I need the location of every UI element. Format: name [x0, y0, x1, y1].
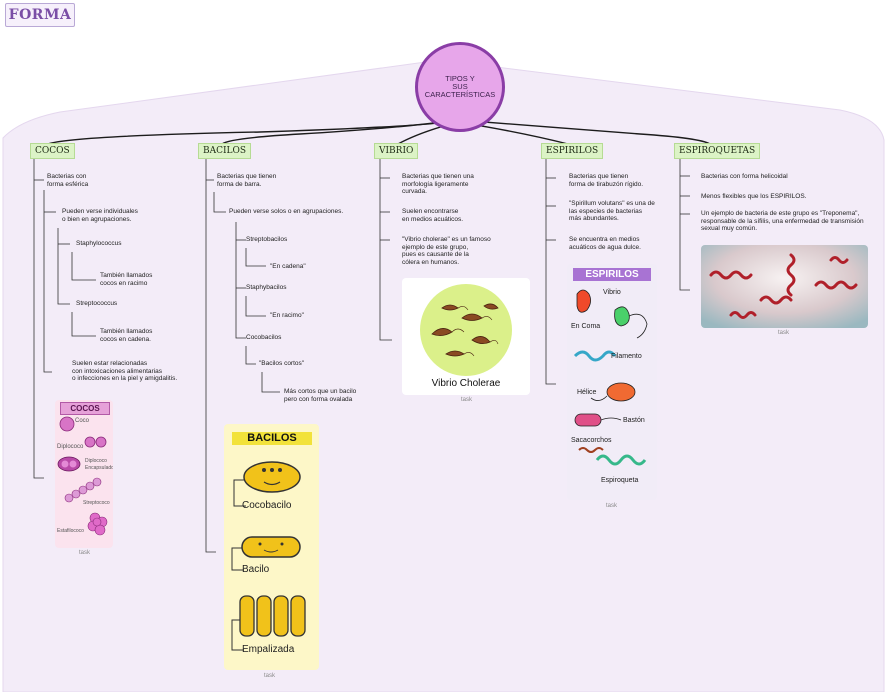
espiroquetas-illustration: [701, 245, 868, 328]
espiroquetas-image-card[interactable]: [701, 245, 868, 328]
cocos-illustrations: [57, 416, 108, 536]
map-title: FORMA: [8, 7, 72, 23]
cocos-card-label-diplococo: Diplococo: [57, 444, 84, 450]
espiroquetas-node-2[interactable]: Menos flexibles que los ESPIRILOS.: [701, 193, 807, 200]
cocos-image-card[interactable]: COCOS Coco Diplococo Diplococo Encapsula…: [55, 400, 113, 548]
category-espiroquetas[interactable]: ESPIROQUETAS: [674, 143, 761, 159]
vibrio-node-3[interactable]: "Vibrio cholerae" es un famoso ejemplo d…: [402, 236, 491, 266]
bacilos-card-label-bacilo: Bacilo: [242, 564, 270, 575]
vibrio-card-label: Vibrio Cholerae: [431, 378, 501, 389]
bacilos-card-title: BACILOS: [232, 432, 312, 445]
category-vibrio[interactable]: VIBRIO: [374, 143, 419, 159]
espiroquetas-node-3[interactable]: Un ejemplo de bacteria de este grupo es …: [701, 210, 864, 232]
cocos-node-4[interactable]: También llamados cocos en racimo: [100, 272, 153, 287]
vibrio-node-1[interactable]: Bacterias que tienen una morfología lige…: [402, 173, 474, 195]
category-bacilos[interactable]: BACILOS: [198, 143, 252, 159]
bacilos-node-6[interactable]: "En racimo": [270, 312, 304, 319]
central-topic-label: TIPOS Y SUS CARACTERÍSTICAS: [424, 74, 496, 99]
espirilos-image-card[interactable]: ESPIRILOS Vibrio En Coma Filamento Hélic…: [567, 264, 657, 500]
bacilos-node-1[interactable]: Bacterias que tienen forma de barra.: [217, 173, 277, 188]
bacilos-node-7[interactable]: Cocobacilos: [246, 334, 282, 341]
espirilos-card-label-sacacorchos: Sacacorchos: [571, 437, 612, 444]
espirilos-card-title: ESPIRILOS: [573, 268, 651, 281]
cocos-node-2[interactable]: Pueden verse individuales o bien en agru…: [62, 208, 138, 223]
bacilos-image-card[interactable]: BACILOS Cocobacilo Bacilo Empalizada: [224, 424, 319, 670]
cocos-card-label-streptococo: Streptococo: [83, 500, 110, 506]
espiroquetas-task-label: task: [778, 330, 790, 336]
bacilos-card-label-empalizada: Empalizada: [242, 644, 295, 655]
espirilos-card-label-en-coma: En Coma: [571, 323, 601, 330]
bacilos-card-label-cocobacilo: Cocobacilo: [242, 500, 292, 511]
bacilos-node-5[interactable]: Staphybacilos: [246, 284, 287, 291]
vibrio-node-2[interactable]: Suelen encontrarse en medios acuáticos.: [402, 208, 464, 223]
bacilos-node-9[interactable]: Más cortos que un bacilo pero con forma …: [284, 388, 357, 403]
espirilos-illustrations: [573, 289, 648, 466]
espirilos-card-label-helice: Hélice: [577, 389, 597, 396]
cocos-node-3[interactable]: Staphylococcus: [76, 240, 122, 247]
espirilos-node-1[interactable]: Bacterias que tienen forma de tirabuzón …: [569, 173, 644, 188]
espirilos-node-2[interactable]: "Spirillum volutans" es una de las espec…: [569, 200, 655, 222]
cocos-task-label: task: [79, 550, 91, 556]
bacilos-task-label: task: [264, 673, 276, 679]
cocos-card-label-encapsulado: Diplococo Encapsulado: [85, 458, 113, 471]
bacilos-node-3[interactable]: Streptobacilos: [246, 236, 288, 243]
central-topic-node[interactable]: TIPOS Y SUS CARACTERÍSTICAS: [415, 42, 505, 132]
cocos-node-1[interactable]: Bacterias con forma esférica: [47, 173, 89, 188]
bacilos-node-4[interactable]: "En cadena": [270, 263, 306, 270]
espiroquetas-node-1[interactable]: Bacterias con forma helicoidal: [701, 173, 788, 180]
cocos-card-label-coco: Coco: [75, 418, 90, 424]
bacilos-node-8[interactable]: "Bacilos cortos": [259, 360, 305, 367]
vibrio-image-card[interactable]: Vibrio Cholerae: [402, 278, 530, 395]
cocos-node-5[interactable]: Streptococcus: [76, 300, 118, 307]
cocos-card-label-estafilococo: Estafilococo: [57, 528, 84, 534]
bacilos-node-2[interactable]: Pueden verse solos o en agrupaciones.: [229, 208, 344, 215]
category-cocos[interactable]: COCOS: [30, 143, 75, 159]
cocos-node-7[interactable]: Suelen estar relacionadas con intoxicaci…: [72, 360, 178, 382]
espirilos-card-label-baston: Bastón: [623, 417, 645, 424]
cocos-node-6[interactable]: También llamados cocos en cadena.: [100, 328, 153, 343]
vibrio-task-label: task: [461, 397, 473, 403]
espirilos-node-3[interactable]: Se encuentra en medios acuáticos de agua…: [569, 236, 641, 251]
vibrio-illustration: [420, 284, 512, 376]
bacilos-illustrations: [231, 461, 306, 651]
category-espirilos[interactable]: ESPIRILOS: [541, 143, 604, 159]
espirilos-card-label-filamento: Filamento: [611, 353, 642, 360]
map-title-box[interactable]: FORMA: [5, 3, 75, 27]
cocos-card-title: COCOS: [60, 402, 110, 415]
espirilos-card-label-vibrio: Vibrio: [603, 289, 621, 296]
espirilos-task-label: task: [606, 503, 618, 509]
espirilos-card-label-espiroqueta: Espiroqueta: [601, 477, 639, 484]
